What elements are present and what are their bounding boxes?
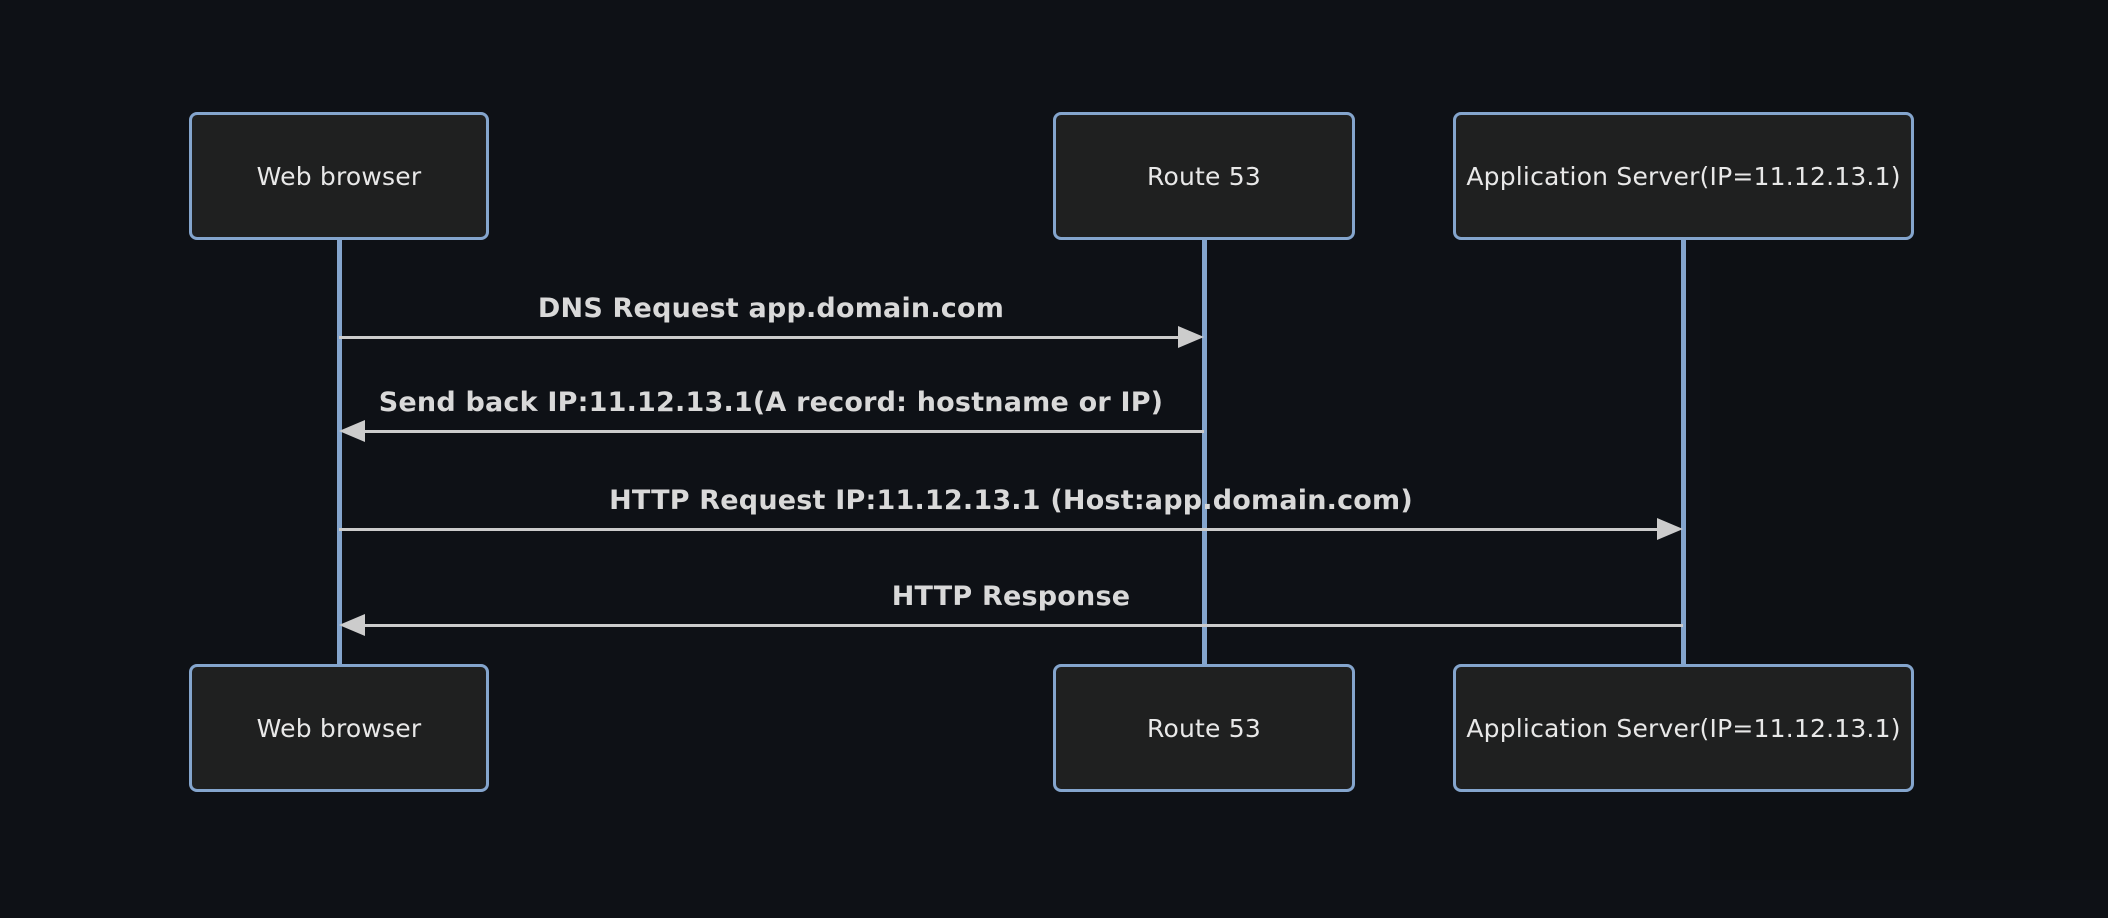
message-line-send-back-ip: [365, 430, 1204, 433]
actor-box-route-53-bottom: Route 53: [1053, 664, 1355, 792]
arrowhead-left-icon: [339, 420, 365, 442]
actor-box-app-server-bottom: Application Server(IP=11.12.13.1): [1453, 664, 1914, 792]
message-label-dns-request: DNS Request app.domain.com: [537, 293, 1005, 324]
message-line-dns-request: [339, 336, 1179, 339]
actor-label-app-server: Application Server(IP=11.12.13.1): [1466, 713, 1901, 743]
actor-box-web-browser-bottom: Web browser: [189, 664, 489, 792]
message-label-send-back-ip: Send back IP:11.12.13.1(A record: hostna…: [378, 387, 1164, 418]
actor-label-app-server: Application Server(IP=11.12.13.1): [1466, 161, 1901, 191]
actor-label-web-browser: Web browser: [256, 161, 422, 191]
actor-box-web-browser-top: Web browser: [189, 112, 489, 240]
actor-label-web-browser: Web browser: [256, 713, 422, 743]
arrowhead-left-icon: [339, 614, 365, 636]
lifeline-web-browser: [337, 240, 342, 664]
actor-label-route-53: Route 53: [1147, 161, 1261, 191]
message-line-http-request: [339, 528, 1657, 531]
message-label-http-request: HTTP Request IP:11.12.13.1 (Host:app.dom…: [609, 485, 1413, 516]
lifeline-route-53: [1202, 240, 1207, 664]
message-line-http-response: [365, 624, 1683, 627]
message-label-http-response: HTTP Response: [891, 581, 1131, 612]
lifeline-app-server: [1681, 240, 1686, 664]
actor-box-route-53-top: Route 53: [1053, 112, 1355, 240]
arrowhead-right-icon: [1178, 326, 1204, 348]
actor-box-app-server-top: Application Server(IP=11.12.13.1): [1453, 112, 1914, 240]
arrowhead-right-icon: [1657, 518, 1683, 540]
actor-label-route-53: Route 53: [1147, 713, 1261, 743]
